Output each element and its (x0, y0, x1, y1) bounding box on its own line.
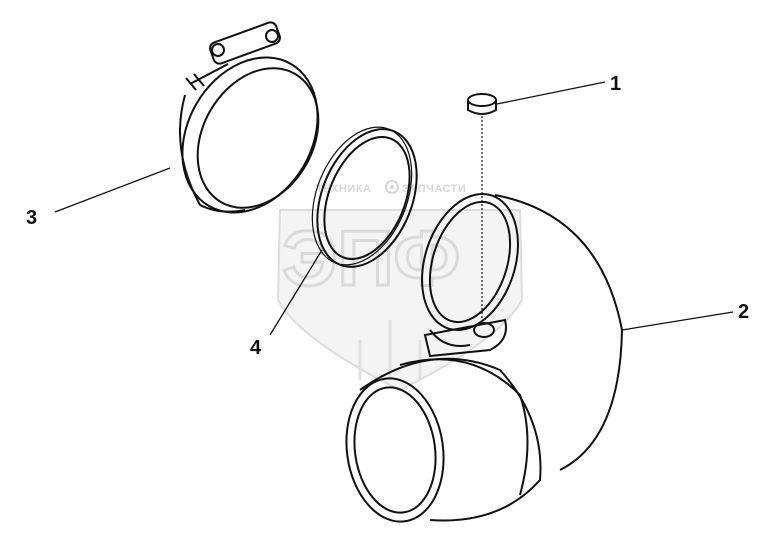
callout-1: 1 (610, 73, 621, 95)
clamp-part-3 (179, 21, 320, 214)
elbow-pipe-part-2 (345, 192, 624, 523)
leader-line-4 (269, 249, 323, 336)
callout-2: 2 (738, 301, 749, 323)
leader-line-3 (54, 167, 171, 213)
watermark-text-right: ЗАПЧАСТИ (402, 183, 466, 195)
callout-4: 4 (250, 337, 262, 359)
watermark-logo: ЭПФ (282, 214, 460, 302)
callout-3: 3 (26, 207, 37, 229)
leader-line-1 (496, 81, 606, 105)
leader-line-2 (621, 311, 734, 331)
watermark: ТЕХНИКА ЗАПЧАСТИ ЭПФ (276, 180, 524, 392)
seal-ring-part-4 (311, 126, 418, 268)
leader-lines (54, 81, 734, 336)
plug-part-1 (467, 93, 497, 320)
gear-icon (385, 180, 399, 194)
